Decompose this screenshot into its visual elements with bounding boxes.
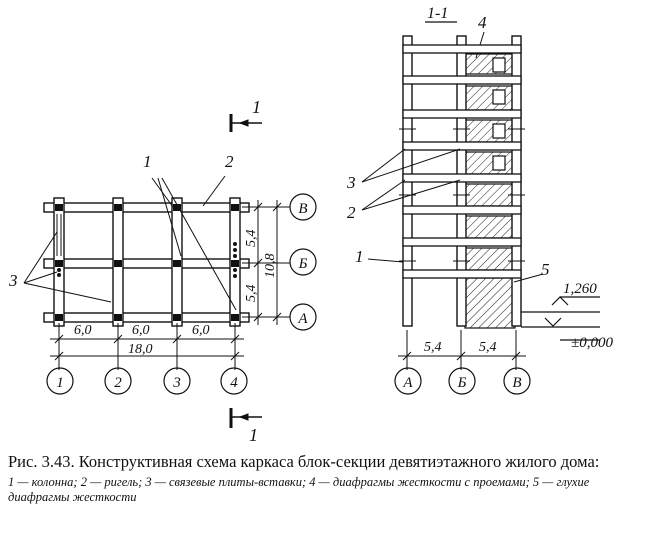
figure-caption: Рис. 3.43. Конструктивная схема каркаса … (8, 452, 644, 505)
level-zero: ±0,000 (571, 335, 613, 351)
legend-num-1: 1 (8, 475, 15, 489)
section-mark-top: 1 (252, 97, 261, 117)
plan-axis-2: 2 (114, 375, 122, 391)
section-callout-3: 3 (346, 173, 356, 192)
plan-dims-bottom: 6,0 6,0 6,0 18,0 (50, 323, 244, 370)
section-callouts: 3 2 1 5 (346, 148, 550, 283)
plan-dim-total: 18,0 (128, 342, 153, 357)
diaphragms (464, 53, 516, 329)
plan-dim-depth: 10,8 (263, 254, 278, 279)
plan-axis-4: 4 (230, 375, 238, 391)
section-arrow-bottom: 1 (229, 408, 262, 445)
plan-axis-1: 1 (56, 375, 64, 391)
section-floors (402, 44, 522, 279)
plan-dim-bay-3: 6,0 (192, 323, 210, 338)
section-arrow-top: 1 (229, 97, 262, 132)
floor-plan: 1 (8, 97, 317, 445)
section-axis-a: А (402, 375, 413, 391)
legend-num-5: 5 (532, 475, 540, 489)
plan-axis-a: А (297, 311, 308, 327)
section-joints (399, 128, 525, 262)
legend-text-5: — глухие диафрагмы жесткости (8, 475, 590, 504)
plan-axis-numbers: 1 2 3 4 (46, 367, 248, 395)
plan-dim-span-bottom: 5,4 (244, 285, 259, 303)
plan-axis-b: Б (298, 256, 308, 272)
legend-text-1: — колонна; (14, 475, 81, 489)
plan-callouts: 1 2 3 (8, 152, 237, 311)
plan-callout-1: 1 (143, 152, 152, 171)
level-marks: 1,260 ±0,000 (521, 281, 613, 351)
plan-dim-bay-1: 6,0 (74, 323, 92, 338)
legend-text-4: — диафрагмы жесткости с проемами; (315, 475, 533, 489)
level-top: 1,260 (563, 281, 597, 297)
plan-dim-bay-2: 6,0 (132, 323, 150, 338)
plan-dims-right: 5,4 5,4 10,8 (242, 200, 290, 325)
plan-axis-letters: В Б А (289, 193, 317, 331)
plan-axis-v: В (298, 201, 307, 217)
legend-text-2: — ригель; (86, 475, 146, 489)
structural-frame-drawing: 1 (8, 5, 613, 445)
caption-legend: 1 — колонна; 2 — ригель; 3 — связевые пл… (8, 475, 644, 505)
plan-dim-span-top: 5,4 (244, 230, 259, 248)
legend-num-3: 3 (145, 475, 152, 489)
section-callout-4: 4 (478, 13, 487, 32)
plan-axis-3: 3 (172, 375, 181, 391)
plan-callout-2: 2 (225, 152, 234, 171)
caption-title: Рис. 3.43. Конструктивная схема каркаса … (8, 452, 600, 471)
section-axis-letters: А Б В (394, 367, 531, 395)
legend-num-4: 4 (309, 475, 316, 489)
section-axis-b: Б (457, 375, 467, 391)
section-callout-2: 2 (347, 203, 356, 222)
plan-beams (43, 202, 250, 323)
section-mark-bottom: 1 (249, 425, 258, 445)
legend-text-3: — связевые плиты-вставки; (151, 475, 310, 489)
section-1-1: 1-1 4 (346, 5, 613, 395)
section-callout-1: 1 (355, 247, 364, 266)
section-dims: 5,4 5,4 (398, 330, 526, 370)
section-axis-v: В (512, 375, 521, 391)
legend-num-2: 2 (80, 475, 87, 489)
section-dim-1: 5,4 (424, 340, 442, 355)
plan-column-nodes (55, 204, 239, 321)
plan-callout-3: 3 (8, 271, 18, 290)
section-dim-2: 5,4 (479, 340, 497, 355)
section-title: 1-1 (427, 5, 448, 22)
section-callout-5: 5 (541, 260, 550, 279)
